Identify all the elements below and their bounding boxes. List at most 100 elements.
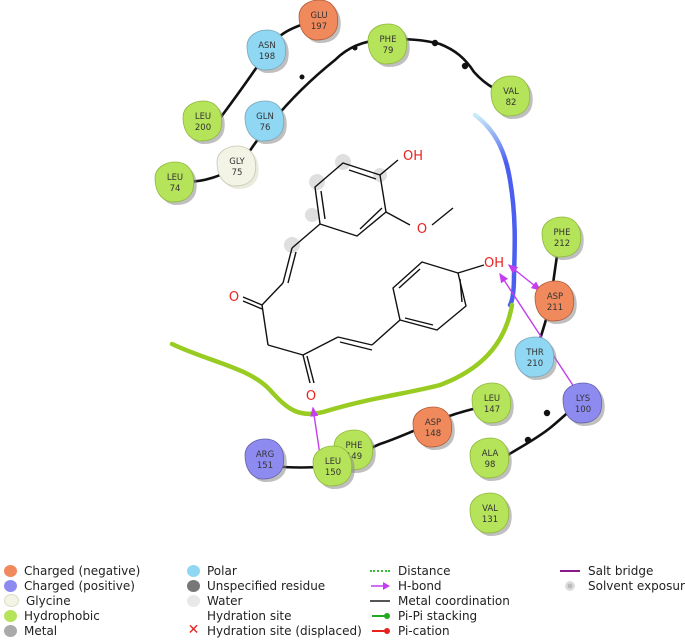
residue-number: 76 <box>260 123 271 133</box>
residue-number: 131 <box>482 515 498 525</box>
legend-hydration-displaced: ✕ Hydration site (displaced) <box>187 623 362 638</box>
residue-number: 98 <box>485 460 496 470</box>
legend-charged-negative: Charged (negative) <box>4 563 140 578</box>
legend-hydration-site: Hydration site <box>187 608 292 623</box>
residue-shape <box>312 445 353 487</box>
residue-shape <box>490 75 531 117</box>
residue-number: 150 <box>325 468 341 478</box>
residue-name: LEU <box>195 112 211 122</box>
interaction-diagram: OH O OH O O GLU197ASN198PHE79VAL82LEU200… <box>154 0 605 536</box>
residue-shape <box>367 23 408 65</box>
legend-charged-positive: Charged (positive) <box>4 578 135 593</box>
legend-hydrophobic: Hydrophobic <box>4 608 100 623</box>
metal-swatch <box>4 624 17 637</box>
charged-positive-swatch <box>4 579 17 592</box>
residue-shape <box>246 29 287 71</box>
legend-polar: Polar <box>187 563 237 578</box>
legend-label: Water <box>207 593 243 608</box>
residue-number: 148 <box>425 429 441 439</box>
cross-icon: ✕ <box>187 622 200 638</box>
legend-label: Polar <box>207 563 237 578</box>
unspecified-swatch <box>187 579 200 592</box>
residue-name: LYS <box>576 394 590 404</box>
residue-number: 151 <box>257 461 273 471</box>
legend-label: Hydration site <box>207 608 292 623</box>
legend-salt-bridge: Salt bridge <box>560 563 653 578</box>
legend-label: Hydrophobic <box>24 608 100 623</box>
residue-number: 212 <box>554 239 570 249</box>
hbond-swatch <box>370 580 392 592</box>
legend-metal-coordination: Metal coordination <box>370 593 510 608</box>
legend-glycine: Glycine <box>4 593 71 608</box>
residue-name: ASN <box>258 41 276 51</box>
residue-name: LEU <box>484 394 500 404</box>
water-swatch <box>187 594 200 607</box>
residue-number: 197 <box>311 22 327 32</box>
legend: Charged (negative) Charged (positive) Gl… <box>0 561 685 638</box>
legend-label: Charged (negative) <box>24 563 141 578</box>
residue-name: LEU <box>167 173 183 183</box>
residue-name: ASP <box>547 292 563 302</box>
legend-label: Charged (positive) <box>24 578 135 593</box>
hydration-site-swatch <box>187 609 200 622</box>
residue-number: 198 <box>259 52 275 62</box>
residue-shape <box>471 382 512 424</box>
atom-oh-top: OH <box>403 149 423 164</box>
backbone-dots <box>299 39 551 444</box>
legend-label: Solvent exposure <box>588 578 685 593</box>
distance-swatch <box>370 565 392 577</box>
atom-keto-left: O <box>229 290 239 305</box>
residue-number: 79 <box>383 46 394 56</box>
residue-shape <box>298 0 339 41</box>
residue-shape <box>534 280 575 322</box>
residue-number: 147 <box>484 405 500 415</box>
residue-shape <box>244 438 285 480</box>
legend-pipi: Pi-Pi stacking <box>370 608 477 623</box>
residue-shape <box>216 145 257 187</box>
legend-hbond: H-bond <box>370 578 442 593</box>
residue-number: 75 <box>232 168 243 178</box>
pication-swatch <box>370 625 392 637</box>
residue-number: 82 <box>506 98 517 108</box>
residue-name: GLY <box>229 157 245 167</box>
residue-number: 200 <box>195 123 211 133</box>
glycine-swatch <box>4 594 19 607</box>
residue-name: PHE <box>380 35 397 45</box>
residue-shape <box>469 492 510 534</box>
legend-label: H-bond <box>398 578 442 593</box>
arrow-icon <box>371 581 390 590</box>
residue-layer: GLU197ASN198PHE79VAL82LEU200GLN76GLY75LE… <box>154 0 605 536</box>
residue-name: GLN <box>256 112 274 122</box>
legend-solvent-exposure: Solvent exposure <box>560 578 685 593</box>
legend-label: Glycine <box>26 593 71 608</box>
residue-number: 149 <box>346 452 362 462</box>
residue-shape <box>541 216 582 258</box>
atom-methoxy-o: O <box>417 222 427 237</box>
residue-number: 211 <box>547 303 563 313</box>
legend-label: Hydration site (displaced) <box>207 623 362 638</box>
ligand-structure <box>242 159 485 384</box>
legend-pication: Pi-cation <box>370 623 450 638</box>
legend-water: Water <box>187 593 242 608</box>
residue-shape <box>469 437 510 479</box>
charged-negative-swatch <box>4 564 17 577</box>
atom-oh-right: OH <box>484 256 504 271</box>
residue-name: ARG <box>256 450 274 460</box>
polar-swatch <box>187 564 200 577</box>
residue-name: LEU <box>325 457 341 467</box>
residue-shape <box>154 161 195 203</box>
residue-name: ASP <box>425 418 441 428</box>
residue-name: VAL <box>482 504 498 514</box>
residue-number: 100 <box>575 405 591 415</box>
residue-shape <box>514 336 555 378</box>
legend-label: Unspecified residue <box>207 578 326 593</box>
legend-label: Metal <box>24 623 58 638</box>
